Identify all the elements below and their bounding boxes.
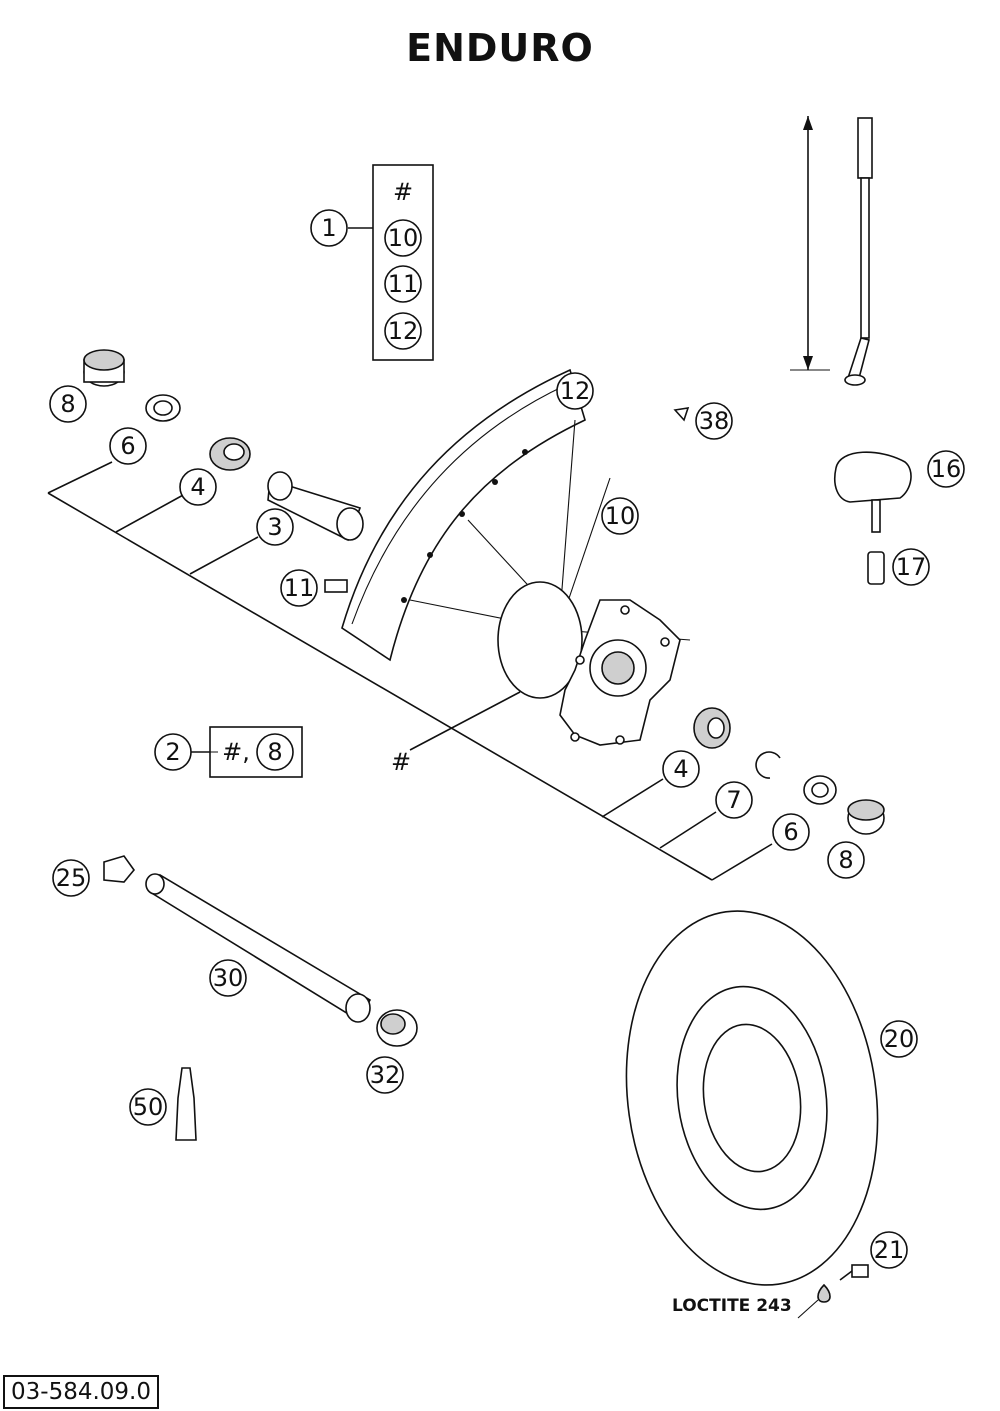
nipple-11: [324, 579, 348, 593]
seal-6-left: [145, 394, 181, 422]
callout-21[interactable]: 21: [870, 1231, 908, 1269]
hub-hash-label: #: [391, 748, 411, 776]
group-box-2-callout[interactable]: 2: [154, 733, 192, 771]
callout-4-left[interactable]: 4: [179, 468, 217, 506]
loctite-label: LOCTITE 243: [672, 1296, 792, 1316]
callout-7[interactable]: 7: [715, 781, 753, 819]
svg-text:50: 50: [133, 1093, 164, 1121]
callout-50[interactable]: 50: [129, 1088, 167, 1126]
bearing-4-right: [693, 707, 731, 749]
callout-12[interactable]: 12: [556, 372, 594, 410]
hub: [497, 581, 681, 746]
svg-text:8: 8: [60, 390, 75, 418]
spoke-part: [790, 116, 873, 386]
group-box-1-item-10[interactable]: 10: [384, 219, 422, 257]
valve-16: [834, 451, 912, 533]
loctite-drop: [797, 1283, 831, 1319]
bushing-8-left: [83, 349, 125, 387]
svg-text:7: 7: [726, 786, 741, 814]
axle-30: [145, 873, 372, 1023]
circlip-7: [755, 751, 781, 779]
callout-6-right[interactable]: 6: [772, 813, 810, 851]
group-box-2-ref-8[interactable]: 8: [256, 733, 294, 771]
group-box-2-hash: #,: [222, 738, 250, 766]
group-box-2: 2 #, 8: [154, 726, 303, 778]
svg-text:1: 1: [321, 214, 336, 242]
svg-text:25: 25: [56, 864, 87, 892]
svg-text:8: 8: [267, 738, 282, 766]
screw-21: [839, 1264, 869, 1281]
callout-11[interactable]: 11: [280, 569, 318, 607]
callout-32[interactable]: 32: [366, 1056, 404, 1094]
svg-text:11: 11: [388, 270, 419, 298]
svg-text:10: 10: [388, 224, 419, 252]
group-box-1-callout[interactable]: 1: [310, 209, 348, 247]
svg-text:2: 2: [165, 738, 180, 766]
svg-text:6: 6: [120, 432, 135, 460]
callout-8-right[interactable]: 8: [827, 841, 865, 879]
nut-17: [867, 551, 885, 585]
svg-text:30: 30: [213, 964, 244, 992]
svg-text:4: 4: [190, 473, 205, 501]
svg-text:10: 10: [605, 502, 636, 530]
spacer-32: [376, 1009, 418, 1047]
callout-8-left[interactable]: 8: [49, 385, 87, 423]
svg-text:8: 8: [838, 846, 853, 874]
svg-text:32: 32: [370, 1061, 401, 1089]
drawing-code: 03-584.09.0: [3, 1375, 159, 1409]
group-box-1-hash: #: [393, 178, 413, 206]
callout-38[interactable]: 38: [695, 402, 733, 440]
svg-text:12: 12: [388, 317, 419, 345]
svg-text:16: 16: [931, 455, 962, 483]
callout-10[interactable]: 10: [601, 497, 639, 535]
group-box-1-item-12[interactable]: 12: [384, 312, 422, 350]
callout-6-left[interactable]: 6: [109, 427, 147, 465]
svg-text:38: 38: [699, 407, 730, 435]
svg-text:3: 3: [267, 513, 282, 541]
spacer-3: [267, 471, 364, 542]
brake-disc-20: [625, 910, 879, 1286]
leader-lines: [47, 461, 773, 881]
callout-17[interactable]: 17: [892, 548, 930, 586]
callout-30[interactable]: 30: [209, 959, 247, 997]
callout-16[interactable]: 16: [927, 450, 965, 488]
svg-text:17: 17: [896, 553, 927, 581]
valve-cap-38: [673, 407, 690, 422]
group-box-1-item-11[interactable]: 11: [384, 265, 422, 303]
loctite-bottle-50: [175, 1067, 197, 1141]
seal-6-right: [803, 775, 837, 805]
callout-3[interactable]: 3: [256, 508, 294, 546]
bushing-8-right: [847, 799, 885, 835]
bearing-4-left: [209, 437, 251, 471]
svg-text:20: 20: [884, 1025, 915, 1053]
svg-text:4: 4: [673, 755, 688, 783]
page-title: ENDURO: [406, 26, 594, 70]
svg-text:6: 6: [783, 818, 798, 846]
group-box-1-frame: [372, 164, 434, 361]
svg-text:12: 12: [560, 377, 591, 405]
svg-text:11: 11: [284, 574, 315, 602]
nut-25: [103, 855, 136, 883]
callout-20[interactable]: 20: [880, 1020, 918, 1058]
callout-25[interactable]: 25: [52, 859, 90, 897]
group-box-1: 1 # 10 11 12: [310, 164, 434, 361]
svg-text:21: 21: [874, 1236, 905, 1264]
callout-4-right[interactable]: 4: [662, 750, 700, 788]
